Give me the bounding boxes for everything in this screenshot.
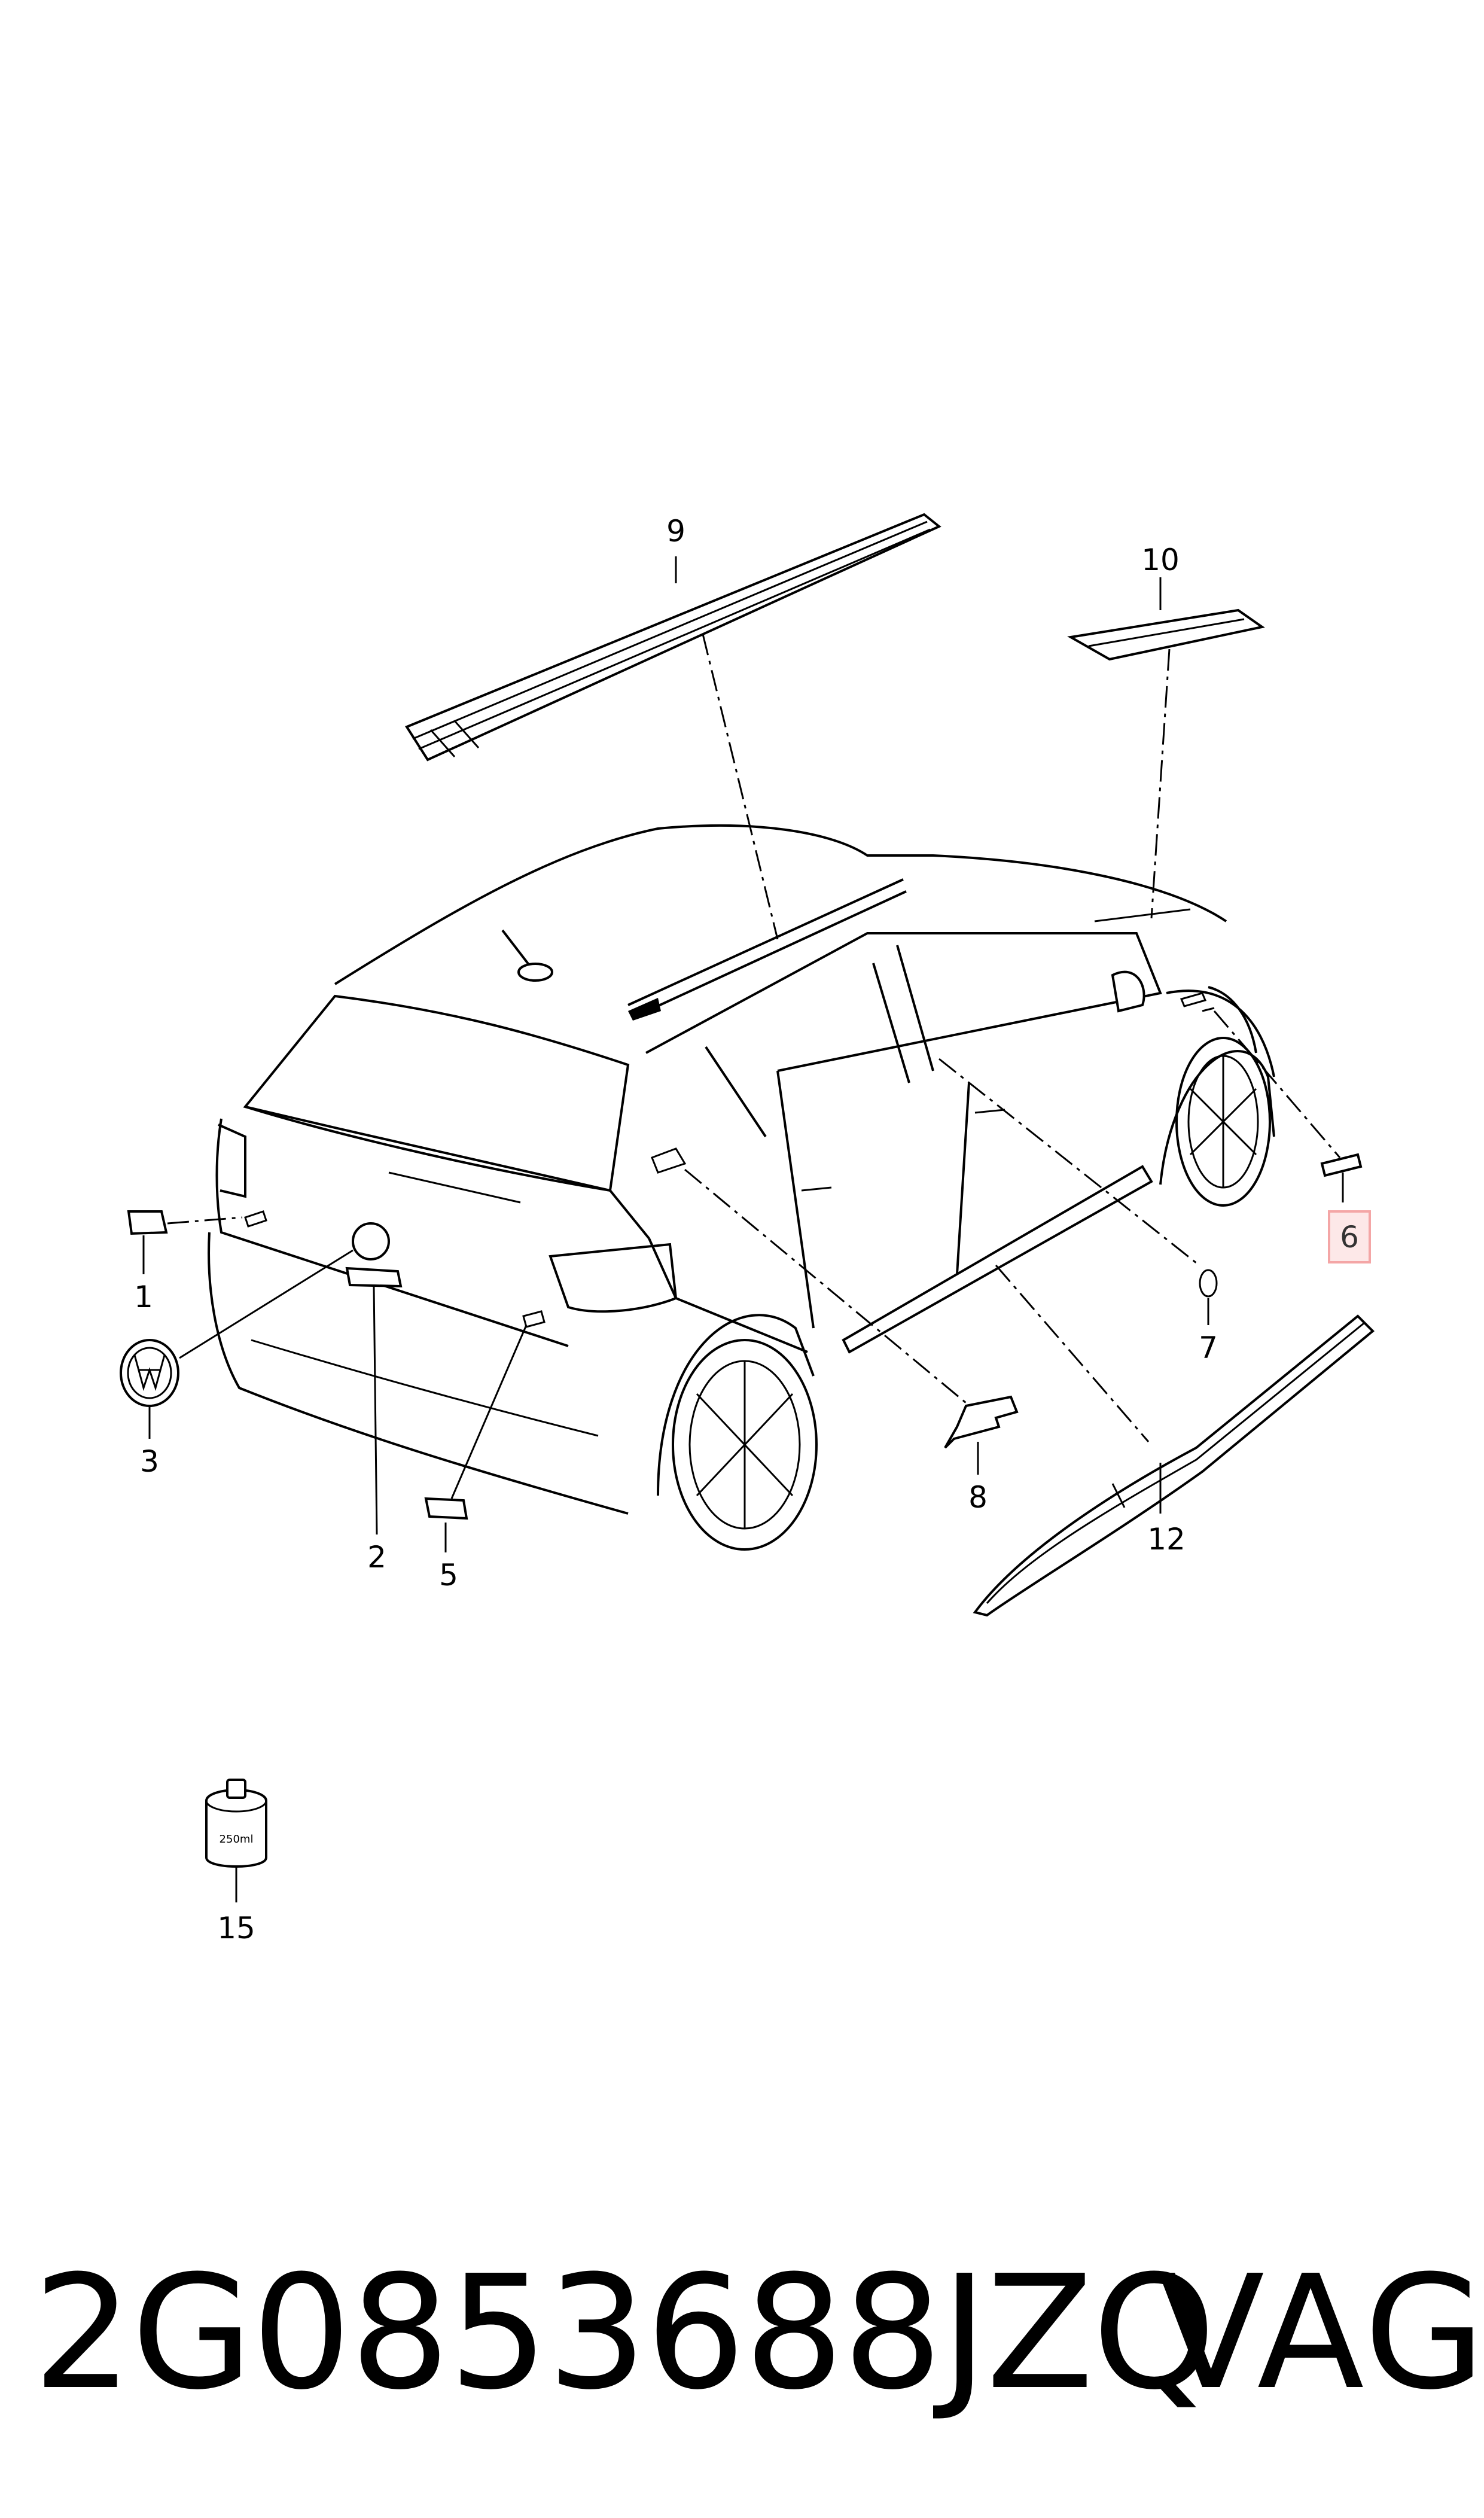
leader-line-6 <box>1213 1010 1341 1158</box>
decal-part-8 <box>944 1395 1019 1449</box>
footer: 2G0853688JZQ VAG <box>0 2225 1484 2441</box>
vw-emblem-part <box>120 1339 179 1407</box>
callout-5: 5 <box>439 1558 458 1593</box>
callout-2: 2 <box>367 1540 386 1575</box>
callout-6-highlight <box>1328 1210 1371 1263</box>
leader-line-7 <box>938 1058 1200 1266</box>
brand-name: VAG <box>1157 2242 1484 2424</box>
callout-1: 1 <box>134 1280 153 1314</box>
leader-line-1 <box>167 1216 243 1225</box>
ring-part-7 <box>1199 1269 1218 1298</box>
badge-part-6 <box>1320 1153 1363 1177</box>
roof-stripe-decal-part <box>405 513 941 762</box>
spoiler-stripe-decal-part <box>1067 608 1265 661</box>
leader-line-9 <box>702 634 779 940</box>
leader-line-12 <box>995 1265 1150 1442</box>
car-illustration <box>208 824 1275 1551</box>
leader-line-5 <box>450 1325 528 1499</box>
leader-line-2 <box>373 1286 378 1535</box>
badge-part-5 <box>424 1497 468 1520</box>
leader-line-3 <box>179 1249 354 1359</box>
adhesive-canister-part-15: 250ml <box>205 1779 267 1868</box>
leader-line-10 <box>1150 648 1171 919</box>
badge-part-2 <box>345 1266 403 1288</box>
leader-line-8 <box>684 1168 967 1404</box>
canister-volume-label: 250ml <box>220 1833 254 1846</box>
part-number: 2G0853688JZQ <box>33 2242 1216 2424</box>
callout-7: 7 <box>1199 1330 1218 1365</box>
callout-9: 9 <box>666 514 685 549</box>
callout-6: 6 <box>1340 1220 1359 1255</box>
badge-part-1 <box>127 1210 168 1235</box>
callout-15: 15 <box>217 1911 255 1945</box>
callout-12: 12 <box>1147 1522 1186 1557</box>
callout-3: 3 <box>140 1444 159 1479</box>
callout-8: 8 <box>968 1480 988 1515</box>
sill-trim-part-12 <box>973 1314 1375 1617</box>
callout-10: 10 <box>1141 543 1180 577</box>
